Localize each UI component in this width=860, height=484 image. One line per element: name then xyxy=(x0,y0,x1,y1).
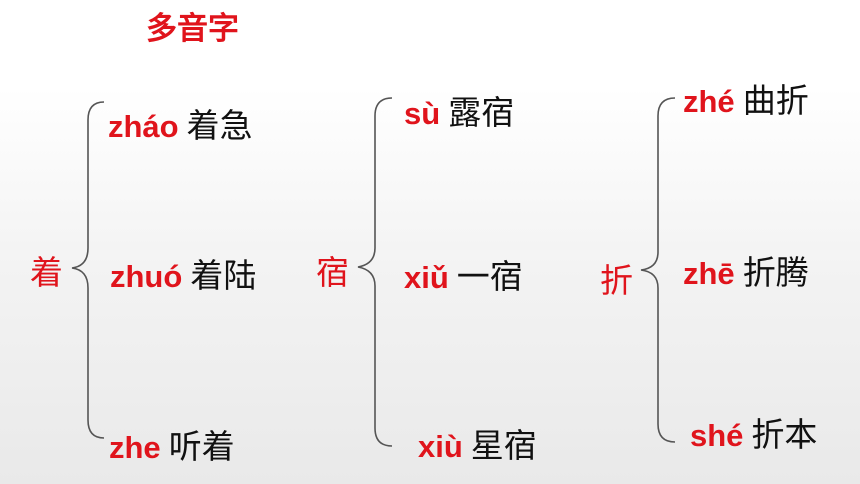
pinyin-label: zhé xyxy=(683,84,735,119)
head-char-she: 折 xyxy=(600,261,633,300)
pinyin-label: shé xyxy=(690,418,744,453)
reading-entry: zhe 听着 xyxy=(109,420,235,468)
example-word: 露宿 xyxy=(448,93,515,132)
pinyin-label: zhe xyxy=(109,430,161,465)
example-word: 听着 xyxy=(168,427,235,466)
page-title: 多音字 xyxy=(146,11,239,47)
pinyin-label: xiù xyxy=(418,429,463,464)
example-word: 一宿 xyxy=(456,257,523,296)
head-char-zhe: 着 xyxy=(30,253,63,292)
example-word: 着急 xyxy=(186,106,253,145)
pinyin-label: xiǔ xyxy=(404,260,449,295)
reading-entry: xiǔ 一宿 xyxy=(404,250,523,298)
pinyin-label: zhuó xyxy=(110,259,183,294)
reading-entry: shé 折本 xyxy=(690,408,817,456)
example-word: 折腾 xyxy=(742,253,809,292)
example-word: 星宿 xyxy=(470,426,537,465)
brace-zhe-group xyxy=(71,101,105,439)
head-char-su: 宿 xyxy=(316,253,349,292)
brace-su-group xyxy=(357,97,393,447)
pinyin-label: zhē xyxy=(683,256,735,291)
reading-entry: zhē 折腾 xyxy=(683,246,809,294)
reading-entry: zhé 曲折 xyxy=(683,74,809,122)
brace-she-group xyxy=(640,97,676,443)
pinyin-label: zháo xyxy=(108,109,179,144)
example-word: 着陆 xyxy=(190,256,257,295)
reading-entry: zháo 着急 xyxy=(108,99,253,147)
example-word: 曲折 xyxy=(742,81,809,120)
reading-entry: zhuó 着陆 xyxy=(110,249,256,297)
reading-entry: sù 露宿 xyxy=(404,86,514,134)
example-word: 折本 xyxy=(751,415,818,454)
pinyin-label: sù xyxy=(404,96,441,131)
reading-entry: xiù 星宿 xyxy=(418,419,537,467)
